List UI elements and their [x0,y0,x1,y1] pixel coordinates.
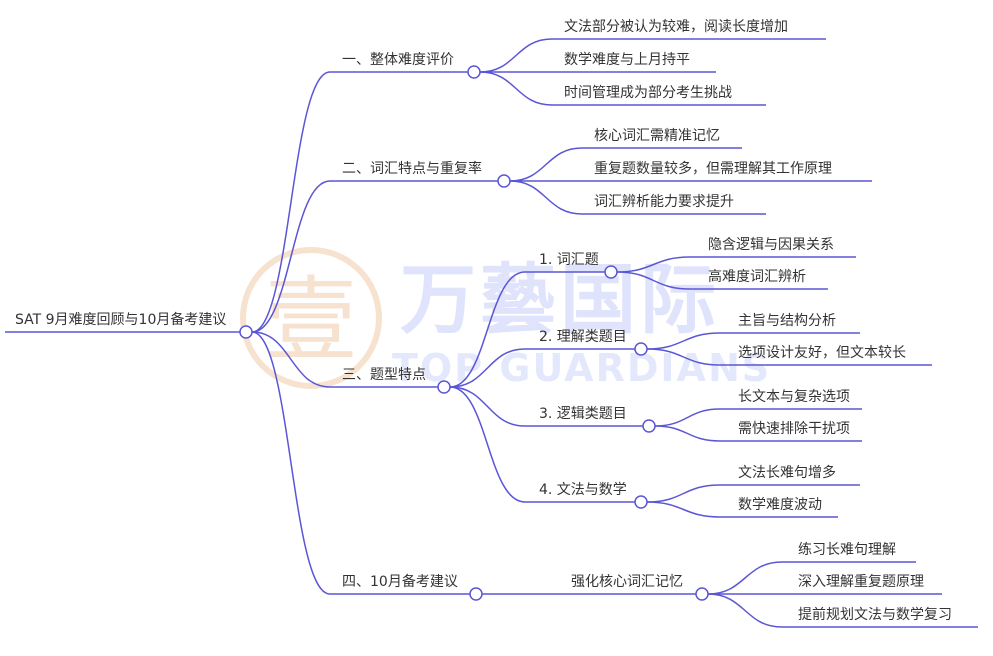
branch-3-handle[interactable] [437,380,451,394]
leaf-label: 练习长难句理解 [798,542,896,558]
edge-sub-leaf [654,408,721,427]
sub-topic-handle[interactable] [604,265,618,279]
edge-branch-sub [449,386,526,503]
edge-root-branch-1 [251,71,331,333]
leaf-label: 时间管理成为部分考生挑战 [564,85,732,101]
branch-1-handle[interactable] [467,65,481,79]
watermark-logo-char: 壹 [265,267,357,374]
edge-branch-leaf [479,38,553,73]
leaf-label: 文法部分被认为较难，阅读长度增加 [564,19,788,35]
leaf-label: 选项设计友好，但文本较长 [738,345,906,361]
edge-branch-leaf [509,147,583,182]
leaf-label: 词汇辨析能力要求提升 [594,194,734,210]
branch-3-label: 三、题型特点 [342,367,426,383]
leaf-label: 重复题数量较多，但需理解其工作原理 [594,161,832,177]
root-node-label: SAT 9月难度回顾与10月备考建议 [15,312,227,328]
edge-branch-sub [449,271,526,388]
sub-topic-handle[interactable] [634,342,648,356]
edge-sub-leaf [646,484,721,503]
leaf-label: 隐含逻辑与因果关系 [708,237,834,253]
branch-1-label: 一、整体难度评价 [342,52,454,68]
edge-sub-leaf [707,561,783,595]
edge-sub-leaf [646,348,721,366]
sub-topic-handle[interactable] [634,495,648,509]
edge-root-branch-2 [251,180,331,333]
branch-4-label: 四、10月备考建议 [342,574,458,590]
watermark-en: TOP GUARDIANS [392,346,772,390]
edge-root-branch-4 [251,331,331,595]
edge-branch-leaf [509,180,583,215]
edge-branch-sub [449,386,526,427]
sub-topic-handle[interactable] [695,587,709,601]
edge-sub-leaf [616,256,691,273]
leaf-label: 文法长难句增多 [738,465,836,481]
edge-sub-leaf [654,425,721,442]
edge-sub-leaf [646,501,721,518]
edge-branch-sub [449,348,526,388]
branch-2-label: 二、词汇特点与重复率 [342,161,482,177]
leaf-label: 深入理解重复题原理 [798,574,924,590]
branch-4-handle[interactable] [469,587,483,601]
edge-branch-leaf [479,71,553,106]
edge-sub-leaf [616,271,691,290]
sub-topic-label: 4. 文法与数学 [539,482,627,498]
branch-2-handle[interactable] [497,174,511,188]
watermark-cn: 万藝国际 [400,255,720,344]
sub-topic-label: 1. 词汇题 [539,252,599,268]
sub-topic-handle[interactable] [642,419,656,433]
leaf-label: 核心词汇需精准记忆 [594,128,720,144]
edge-root-branch-3 [251,331,331,388]
leaf-label: 数学难度波动 [738,497,822,513]
leaf-label: 数学难度与上月持平 [564,52,690,68]
root-node-handle[interactable] [239,325,253,339]
sub-topic-label: 2. 理解类题目 [539,329,627,345]
leaf-label: 提前规划文法与数学复习 [798,607,952,623]
sub-topic-label: 强化核心词汇记忆 [571,574,683,590]
leaf-label: 主旨与结构分析 [738,313,836,329]
leaf-label: 高难度词汇辨析 [708,269,806,285]
leaf-label: 长文本与复杂选项 [738,389,850,405]
sub-topic-label: 3. 逻辑类题目 [539,406,627,422]
leaf-label: 需快速排除干扰项 [738,421,850,437]
edge-sub-leaf [646,332,721,350]
edge-sub-leaf [707,593,783,628]
